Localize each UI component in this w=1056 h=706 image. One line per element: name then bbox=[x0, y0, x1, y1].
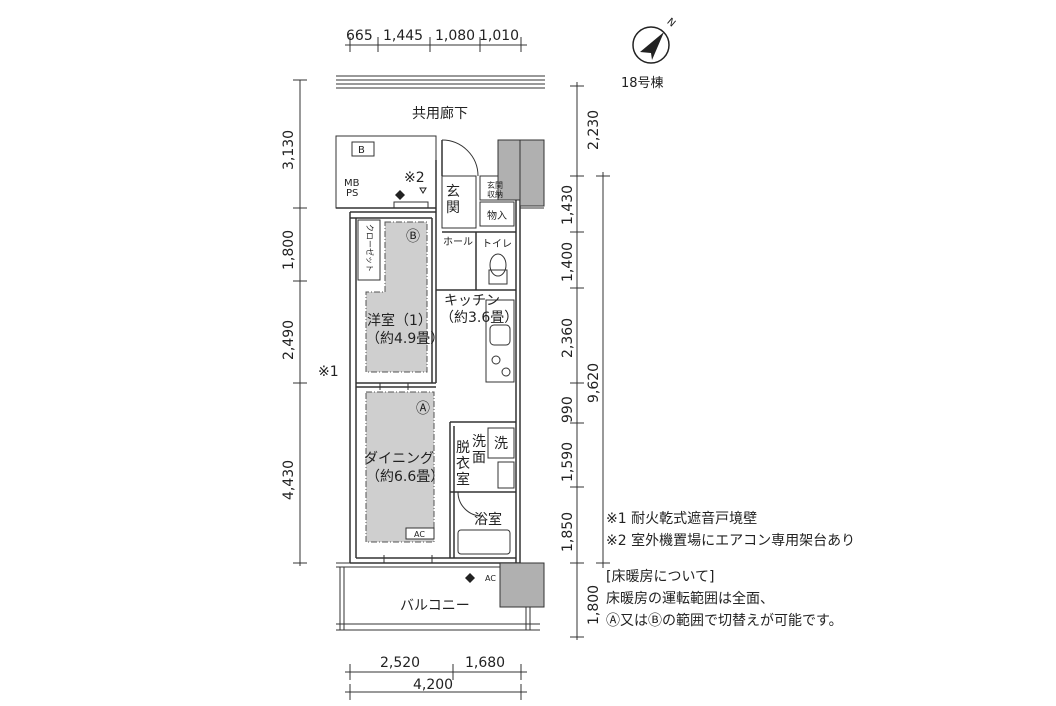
zone-b-label: Ⓑ bbox=[406, 229, 420, 245]
stove-burner-2 bbox=[501, 367, 511, 377]
dim-right-4: 2,360 bbox=[560, 318, 576, 358]
dressing-label-1: 洗 bbox=[472, 434, 486, 450]
note-1: ※1 耐火乾式遮音戸境壁 bbox=[606, 511, 758, 527]
entrance-label-1: 玄 bbox=[446, 183, 460, 200]
mbps-label-1: MB bbox=[344, 178, 360, 189]
dim-left-4: 4,430 bbox=[281, 460, 297, 500]
north-compass bbox=[632, 26, 670, 64]
dim-top-2: 1,445 bbox=[383, 28, 423, 44]
dim-right-2: 1,430 bbox=[560, 185, 576, 225]
b-box bbox=[351, 141, 375, 157]
western-room-label: 洋室（1） bbox=[367, 312, 432, 329]
ac-label-dining: AC bbox=[414, 530, 425, 539]
entrance-door-arc bbox=[441, 139, 479, 177]
ac-box-dining bbox=[405, 527, 435, 540]
genkan-storage-label-1: 玄関 bbox=[487, 180, 503, 190]
north-label: N bbox=[664, 16, 677, 29]
dim-right-6: 1,590 bbox=[560, 442, 576, 482]
right-dimension bbox=[570, 82, 610, 640]
dim-right-7: 1,850 bbox=[560, 512, 576, 552]
dim-right-5: 990 bbox=[560, 396, 576, 423]
left-dimension bbox=[293, 79, 307, 566]
dim-left-1: 3,130 bbox=[281, 130, 297, 170]
mbps-label-2: PS bbox=[346, 188, 358, 199]
dim-right-1: 2,230 bbox=[586, 110, 602, 150]
dressing-label-2: 面 bbox=[472, 450, 486, 466]
balcony-label: バルコニー bbox=[400, 598, 470, 614]
corridor-lines bbox=[336, 75, 545, 89]
dining-label: ダイニング bbox=[364, 451, 434, 467]
note-2: ※2 室外機置場にエアコン専用架台あり bbox=[606, 533, 856, 549]
walls bbox=[335, 135, 521, 564]
kitchen-sink bbox=[489, 324, 511, 346]
toilet-label: トイレ bbox=[482, 239, 512, 250]
dim-left-2: 1,800 bbox=[281, 230, 297, 270]
toilet-bowl bbox=[489, 253, 507, 277]
bottom-dimension bbox=[345, 664, 527, 700]
stove-burner-1 bbox=[491, 355, 501, 365]
dim-left-3: 2,490 bbox=[281, 320, 297, 360]
ac-label-balcony: AC bbox=[485, 574, 496, 583]
dressing-label-4: 衣 bbox=[456, 456, 470, 472]
floor-heating-line-1: 床暖房の運転範囲は全面、 bbox=[606, 591, 774, 607]
triangle-marker bbox=[419, 187, 427, 194]
entrance-label-2: 関 bbox=[446, 200, 460, 216]
outdoor-unit-stand bbox=[393, 201, 429, 209]
zone-a-label: Ⓐ bbox=[416, 401, 430, 417]
dim-right-3: 1,400 bbox=[560, 242, 576, 282]
diamond-marker-bottom bbox=[465, 573, 475, 583]
top-dimension bbox=[345, 37, 527, 52]
dim-bottom-2: 1,680 bbox=[465, 655, 505, 671]
storage-label: 物入 bbox=[487, 209, 507, 222]
dressing-label-5: 室 bbox=[456, 471, 470, 488]
bath-door-arc bbox=[457, 491, 483, 517]
right-wall-shaft bbox=[519, 139, 545, 207]
washer-box bbox=[487, 427, 515, 459]
dim-right-total: 9,620 bbox=[586, 363, 602, 403]
toilet-tank bbox=[488, 269, 508, 285]
kitchen-area: （約3.6畳） bbox=[440, 310, 518, 326]
dressing-label-3: 脱 bbox=[456, 440, 470, 456]
dim-bottom-total: 4,200 bbox=[413, 677, 453, 693]
b-box-label: B bbox=[358, 145, 365, 156]
balcony-lines bbox=[336, 562, 540, 631]
mark1-label: ※1 bbox=[318, 364, 339, 380]
window-marks bbox=[379, 383, 433, 563]
dim-top-3: 1,080 bbox=[435, 28, 475, 44]
dim-bottom-1: 2,520 bbox=[380, 655, 420, 671]
zone-a-area bbox=[365, 391, 435, 543]
floor-heating-heading: [床暖房について] bbox=[606, 569, 715, 585]
washer-label: 洗 bbox=[494, 436, 508, 452]
kitchen-label: キッチン bbox=[444, 293, 500, 309]
building-label: 18号棟 bbox=[621, 76, 664, 91]
western-room-area: （約4.9畳） bbox=[366, 331, 444, 347]
mark2-label: ※2 bbox=[404, 170, 425, 186]
genkan-storage-label-2: 収納 bbox=[487, 189, 503, 199]
corridor-label: 共用廊下 bbox=[412, 105, 468, 122]
dining-area: （約6.6畳） bbox=[366, 469, 444, 485]
bathtub bbox=[457, 529, 511, 555]
notes-panel: ※1 耐火乾式遮音戸境壁 ※2 室外機置場にエアコン専用架台あり [床暖房につい… bbox=[606, 508, 1046, 632]
dim-top-4: 1,010 bbox=[479, 28, 519, 44]
zone-b-area bbox=[365, 221, 428, 373]
right-wall-lower bbox=[499, 562, 545, 608]
notes-gap bbox=[606, 552, 1046, 566]
washbasin bbox=[497, 461, 515, 489]
closet-label: クローゼット bbox=[365, 224, 375, 272]
dim-right-8: 1,800 bbox=[586, 585, 602, 625]
floor-heating-line-2: Ⓐ又はⒷの範囲で切替えが可能です。 bbox=[606, 613, 843, 629]
hall-label: ホール bbox=[443, 236, 473, 248]
diamond-marker-top bbox=[395, 190, 405, 200]
bath-label: 浴室 bbox=[474, 511, 502, 528]
dim-top-1: 665 bbox=[346, 28, 373, 44]
